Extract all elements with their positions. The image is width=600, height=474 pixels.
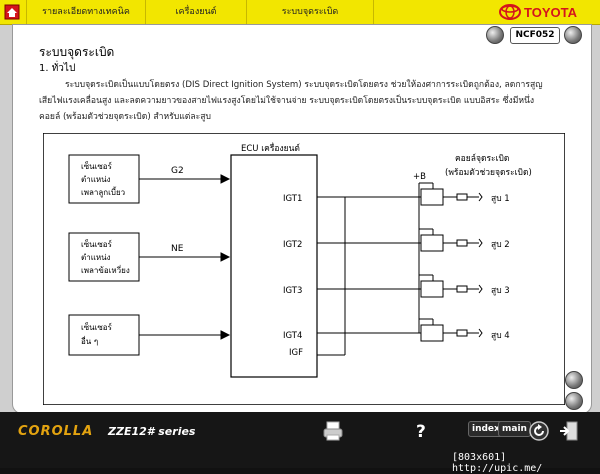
- spark-3: [478, 284, 483, 294]
- document-code-badge: NCF052: [510, 27, 560, 44]
- menu-empty-slot: [373, 0, 492, 24]
- section-heading: 1. ทั่วไป: [39, 63, 76, 74]
- sensor-camshaft: เซ็นเซอร์ ตำแหน่ง เพลาลูกเบี้ยว: [68, 154, 140, 204]
- menu-technical-details[interactable]: รายละเอียดทางเทคนิค: [26, 0, 145, 24]
- menu-ignition-system[interactable]: ระบบจุดระเบิด: [246, 0, 373, 24]
- ecu-label: ECU เครื่องยนต์: [241, 142, 300, 154]
- sensor-crankshaft: เซ็นเซอร์ ตำแหน่ง เพลาข้อเหวี่ยง: [68, 232, 140, 282]
- spark-2: [478, 238, 483, 248]
- ecu-box: [230, 154, 318, 378]
- ecu-port-igt2: IGT2: [283, 240, 302, 250]
- coil-label-line1: คอยล์จุดระเบิด: [455, 153, 509, 164]
- scroll-up-icon[interactable]: [565, 371, 583, 389]
- igniter-box-2: [420, 234, 444, 252]
- sensor-other-line2: อื่น ๆ: [81, 335, 98, 346]
- cylinder-1-label: สูบ 1: [491, 194, 510, 204]
- cylinder-2-label: สูบ 2: [491, 240, 510, 250]
- watermark-text: [803x601] http://upic.me/: [452, 452, 543, 474]
- sensor-camshaft-line1: เซ็นเซอร์: [81, 161, 113, 171]
- ecu-port-igf: IGF: [289, 348, 303, 358]
- igniter-box-1: [420, 188, 444, 206]
- ecu-port-igt3: IGT3: [283, 286, 302, 296]
- toyota-wordmark: TOYOTA: [524, 5, 578, 20]
- cylinder-3-label: สูบ 3: [491, 286, 510, 296]
- print-icon[interactable]: [322, 420, 344, 442]
- spark-4: [478, 328, 483, 338]
- svg-text:?: ?: [416, 422, 426, 442]
- page-title: ระบบจุดระเบิด: [39, 45, 115, 59]
- plug-body-3: [456, 285, 468, 293]
- body-paragraph: ระบบจุดระเบิดเป็นแบบโดยตรง (DIS Direct I…: [39, 80, 543, 122]
- ignition-wiring-diagram: เซ็นเซอร์ ตำแหน่ง เพลาลูกเบี้ยว เซ็นเซอร…: [43, 133, 565, 405]
- igniter-box-3: [420, 280, 444, 298]
- brand-name: COROLLA: [18, 424, 94, 439]
- plus-b-label: +B: [413, 172, 426, 182]
- bottom-toolbar: COROLLA ZZE12# series ? index main [803x…: [0, 412, 600, 474]
- scroll-down-icon[interactable]: [565, 392, 583, 410]
- sensor-other-line1: เซ็นเซอร์: [81, 322, 113, 332]
- sensor-crankshaft-line3: เพลาข้อเหวี่ยง: [81, 264, 130, 275]
- signal-ne: NE: [171, 244, 184, 254]
- coil-wiring: [317, 182, 483, 356]
- main-button[interactable]: main: [498, 421, 531, 437]
- next-page-icon[interactable]: [564, 26, 582, 44]
- content-panel: NCF052 ระบบจุดระเบิด 1. ทั่วไป ระบบจุดระ…: [12, 24, 592, 414]
- sensor-crankshaft-line1: เซ็นเซอร์: [81, 239, 113, 249]
- plug-body-1: [456, 193, 468, 201]
- index-button[interactable]: index: [468, 421, 504, 437]
- coil-label-line2: (พร้อมตัวช่วยจุดระเบิด): [445, 167, 532, 178]
- exit-icon[interactable]: [558, 420, 580, 442]
- cylinder-4-label: สูบ 4: [491, 331, 510, 341]
- prev-page-icon[interactable]: [486, 26, 504, 44]
- sensor-crankshaft-line2: ตำแหน่ง: [81, 253, 111, 262]
- toyota-logo: TOYOTA: [499, 4, 578, 20]
- home-icon[interactable]: [4, 4, 20, 20]
- sensor-other: เซ็นเซอร์ อื่น ๆ: [68, 314, 140, 356]
- back-icon[interactable]: [528, 420, 550, 442]
- ecu-port-igt1: IGT1: [283, 194, 302, 204]
- plug-body-4: [456, 329, 468, 337]
- help-icon[interactable]: ?: [412, 420, 432, 442]
- spark-1: [478, 192, 483, 202]
- sensor-camshaft-line2: ตำแหน่ง: [81, 175, 111, 184]
- signal-g2: G2: [171, 166, 184, 176]
- menu-engine[interactable]: เครื่องยนต์: [145, 0, 246, 24]
- model-series: ZZE12# series: [108, 425, 196, 438]
- sensor-camshaft-line3: เพลาลูกเบี้ยว: [81, 186, 125, 198]
- top-menu-bar: รายละเอียดทางเทคนิค เครื่องยนต์ ระบบจุดร…: [0, 0, 600, 25]
- plug-body-2: [456, 239, 468, 247]
- ecu-port-igt4: IGT4: [283, 331, 302, 341]
- igniter-box-4: [420, 324, 444, 342]
